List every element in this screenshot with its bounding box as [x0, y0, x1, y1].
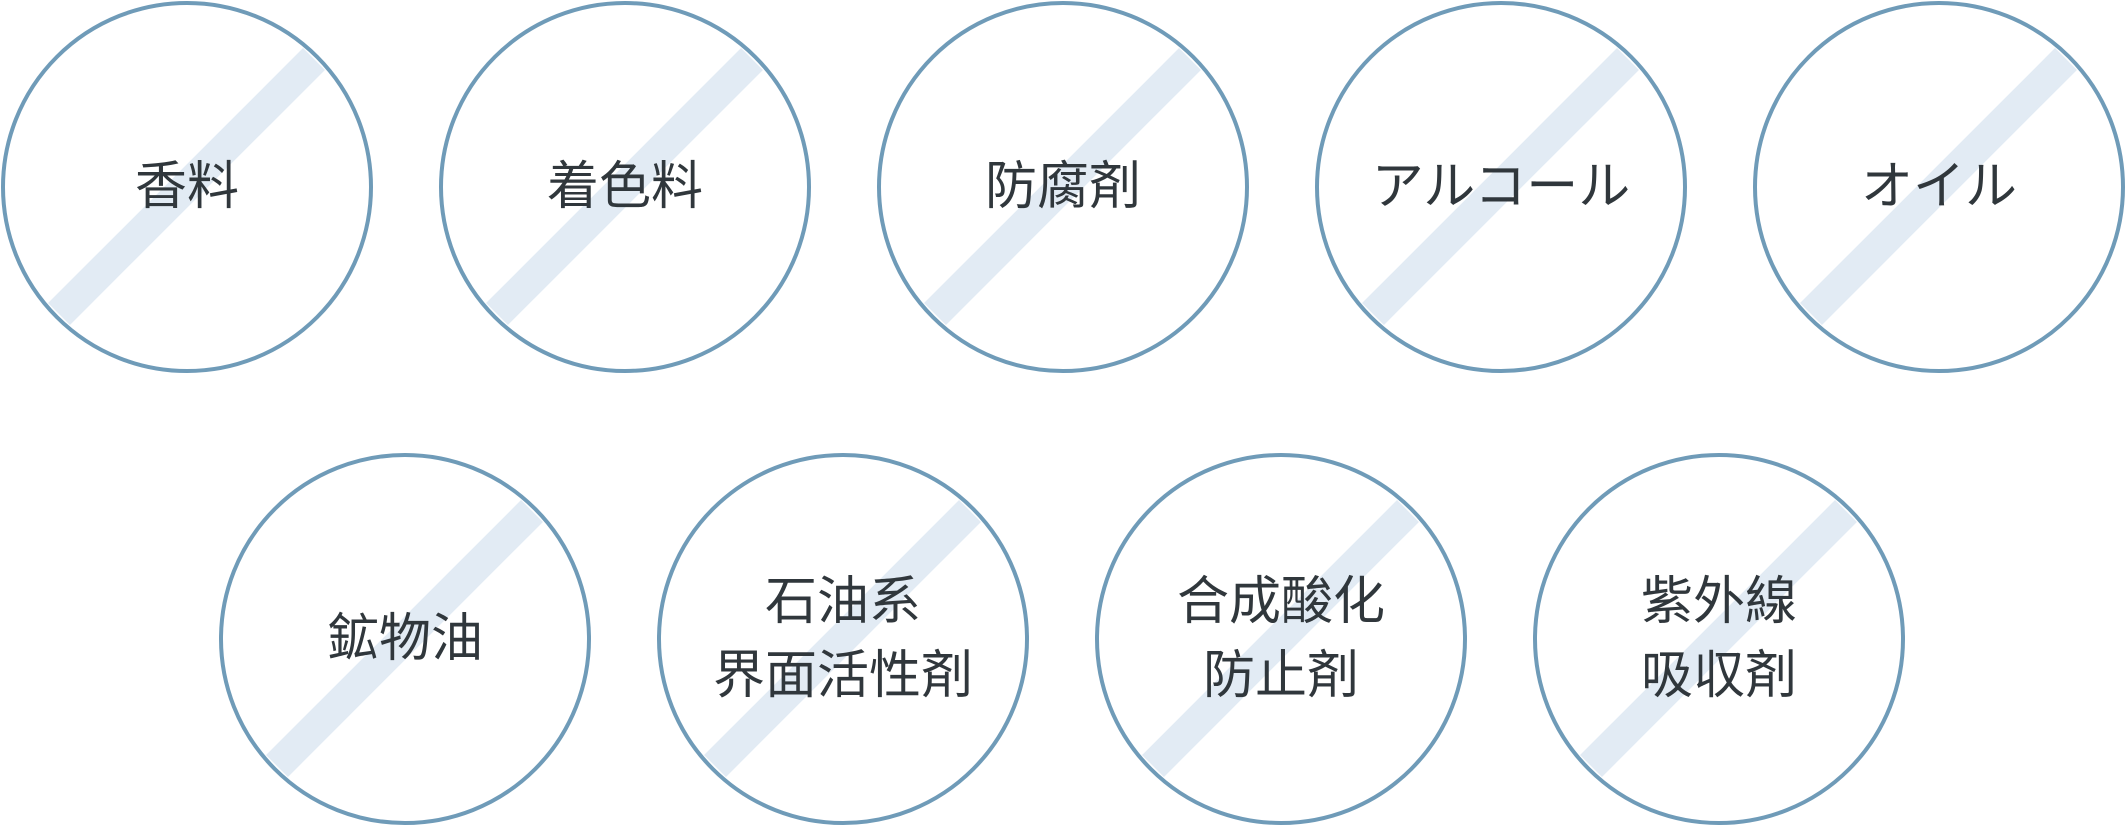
slash-mark	[486, 48, 763, 325]
ingredient-badge: 鉱物油	[218, 452, 592, 826]
prohibition-circle-icon	[877, 1, 1249, 373]
ingredient-badge: オイル	[1752, 0, 2126, 374]
ring-mark	[1533, 453, 1905, 825]
ingredient-label: アルコール	[1371, 157, 1631, 217]
prohibition-circle-icon	[1, 1, 373, 373]
ingredient-label: 石油系 界面活性剤	[712, 572, 973, 706]
prohibition-circle-icon	[1533, 453, 1905, 825]
ingredient-label: 防腐剤	[984, 157, 1141, 217]
slash-mark	[924, 48, 1201, 325]
ingredient-badge: 合成酸化 防止剤	[1094, 452, 1468, 826]
slash-mark	[1580, 500, 1857, 777]
ring-mark	[1095, 453, 1467, 825]
prohibition-circle-icon	[219, 453, 591, 825]
ring-mark	[1315, 1, 1687, 373]
ingredient-label: オイル	[1860, 157, 2017, 217]
prohibition-circle-icon	[1315, 1, 1687, 373]
slash-mark	[1362, 48, 1639, 325]
ingredient-badge: 紫外線 吸収剤	[1532, 452, 1906, 826]
ring-mark	[1753, 1, 2125, 373]
prohibition-circle-icon	[657, 453, 1029, 825]
prohibition-circle-icon	[1095, 453, 1467, 825]
slash-mark	[1800, 48, 2077, 325]
slash-mark	[1142, 500, 1419, 777]
ingredient-badge: 防腐剤	[876, 0, 1250, 374]
ingredient-label: 鉱物油	[326, 609, 483, 669]
slash-mark	[48, 48, 325, 325]
ring-mark	[657, 453, 1029, 825]
ingredient-badge: 香料	[0, 0, 374, 374]
ingredient-badge: アルコール	[1314, 0, 1688, 374]
ring-mark	[877, 1, 1249, 373]
ingredient-label: 紫外線 吸収剤	[1640, 572, 1797, 706]
slash-mark	[704, 500, 981, 777]
ingredient-label: 香料	[134, 157, 239, 217]
prohibition-circle-icon	[1753, 1, 2125, 373]
ingredient-label: 着色料	[546, 157, 703, 217]
ring-mark	[219, 453, 591, 825]
ingredient-badge: 着色料	[438, 0, 812, 374]
ingredient-badge: 石油系 界面活性剤	[656, 452, 1030, 826]
ingredient-label: 合成酸化 防止剤	[1176, 572, 1385, 706]
prohibition-circle-icon	[439, 1, 811, 373]
slash-mark	[266, 500, 543, 777]
ring-mark	[439, 1, 811, 373]
ring-mark	[1, 1, 373, 373]
